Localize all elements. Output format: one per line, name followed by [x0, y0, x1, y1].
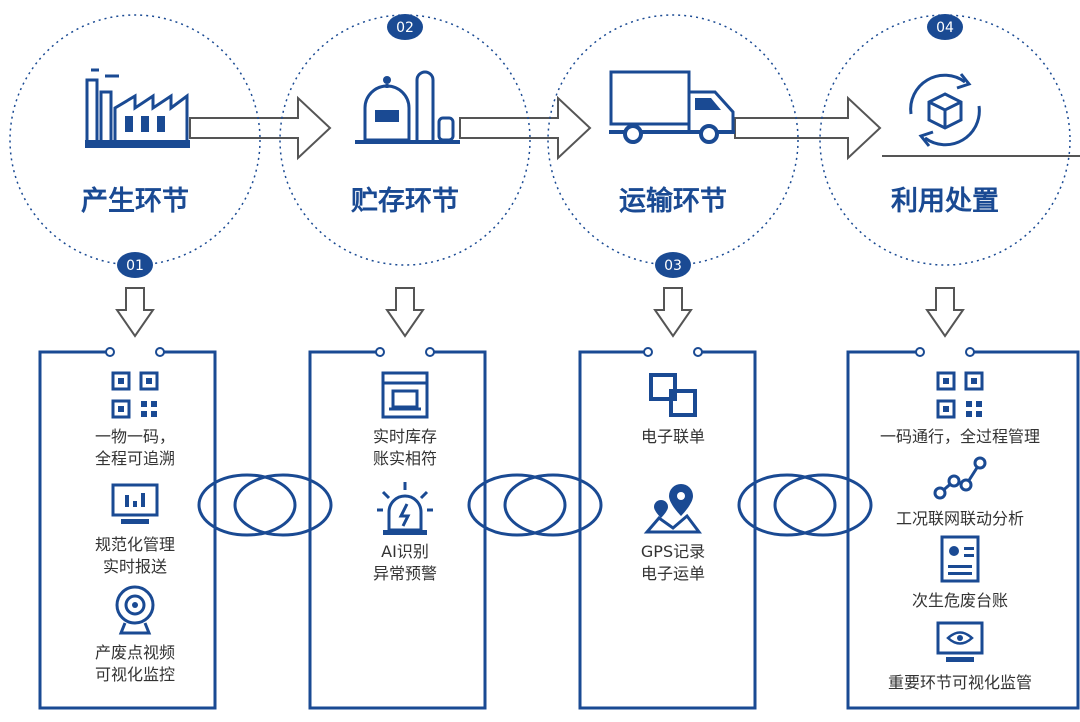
item-label: 实时库存 [373, 427, 437, 446]
flow-arrows [189, 95, 1080, 161]
alarm-light-icon [377, 482, 433, 535]
qr-code-icon [111, 371, 159, 419]
flow-arrow-1 [189, 95, 332, 161]
item-label: 账实相符 [373, 449, 437, 468]
recycle-cube-icon [909, 73, 981, 147]
stage-number-badge [117, 252, 153, 278]
frame-dot [915, 347, 925, 357]
frame-dot [155, 347, 165, 357]
chain-link-2-left [467, 473, 567, 537]
stage-title: 运输环节 [619, 185, 727, 217]
stage-2: 贮存环节 02 [279, 14, 531, 266]
stage-number-badge [387, 14, 423, 40]
flow-arrow-3 [734, 95, 882, 161]
stage-title: 贮存环节 [351, 186, 459, 217]
stage-circle [9, 14, 261, 266]
stage-number-badge [655, 252, 691, 278]
stage-title: 利用处置 [891, 186, 999, 217]
chain-link-2-right [503, 473, 603, 537]
storage-tank-icon [355, 70, 460, 144]
frame-dot [375, 347, 385, 357]
item-label: 异常预警 [373, 564, 437, 583]
item-label: 可视化监控 [95, 665, 175, 684]
chain-link-1-right [233, 473, 333, 537]
down-arrow [653, 287, 693, 338]
panel-frame [38, 350, 217, 710]
item-label: 产废点视频 [95, 643, 175, 662]
item-label: 实时报送 [103, 557, 167, 576]
chain-link-1-left [197, 473, 297, 537]
item-label: 次生危废台账 [912, 591, 1008, 610]
stage-3: 运输环节 03 [547, 14, 799, 278]
item-label: 重要环节可视化监管 [888, 673, 1032, 692]
item-label: 电子联单 [641, 427, 705, 446]
id-card-icon [940, 535, 980, 583]
stage-4: 利用处置 04 [819, 14, 1071, 266]
item-label: 一码通行，全过程管理 [880, 427, 1040, 446]
chain-link-3-right [773, 473, 873, 537]
frame-dot [105, 347, 115, 357]
stage-number: 04 [936, 20, 954, 36]
item-label: 工况联网联动分析 [896, 509, 1024, 528]
item-label: 一物一码， [95, 427, 175, 446]
down-arrow [115, 287, 155, 338]
panel-frame [846, 350, 1080, 710]
linked-docs-icon [649, 373, 697, 417]
stage-number: 03 [664, 258, 682, 274]
flow-arrow-2 [459, 95, 592, 161]
item-label: 全程可追溯 [95, 449, 175, 468]
network-nodes-icon [933, 456, 987, 500]
stage-1: 产生环节 01 [9, 14, 261, 278]
inventory-icon [381, 371, 429, 419]
frame-dot [643, 347, 653, 357]
item-label: AI识别 [381, 542, 429, 561]
map-pin-icon [643, 484, 702, 534]
monitor-chart-icon [111, 483, 159, 524]
item-label: GPS记录 [641, 542, 705, 561]
stage-number: 01 [126, 258, 144, 274]
item-label: 电子运单 [641, 564, 705, 583]
frame-dot [425, 347, 435, 357]
frame-dot [965, 347, 975, 357]
stage-circle [547, 14, 799, 266]
factory-icon [85, 68, 190, 148]
chain-links [197, 473, 873, 537]
stage-title: 产生环节 [81, 186, 189, 217]
truck-icon [609, 70, 735, 144]
panel-frame [578, 350, 757, 710]
down-arrow [925, 287, 965, 338]
stage-number: 02 [396, 20, 414, 36]
camera-icon [115, 585, 155, 635]
item-label: 规范化管理 [95, 535, 175, 554]
stage-number-badge [927, 14, 963, 40]
monitor-eye-icon [936, 621, 984, 662]
panel-frame [308, 350, 487, 710]
qr-code-icon [936, 371, 984, 419]
down-arrow [385, 287, 425, 338]
chain-link-3-left [737, 473, 837, 537]
stage-circles: 产生环节 01 贮存环节 02 运输环节 03 利用处置 04 [9, 14, 1071, 278]
frame-dot [693, 347, 703, 357]
